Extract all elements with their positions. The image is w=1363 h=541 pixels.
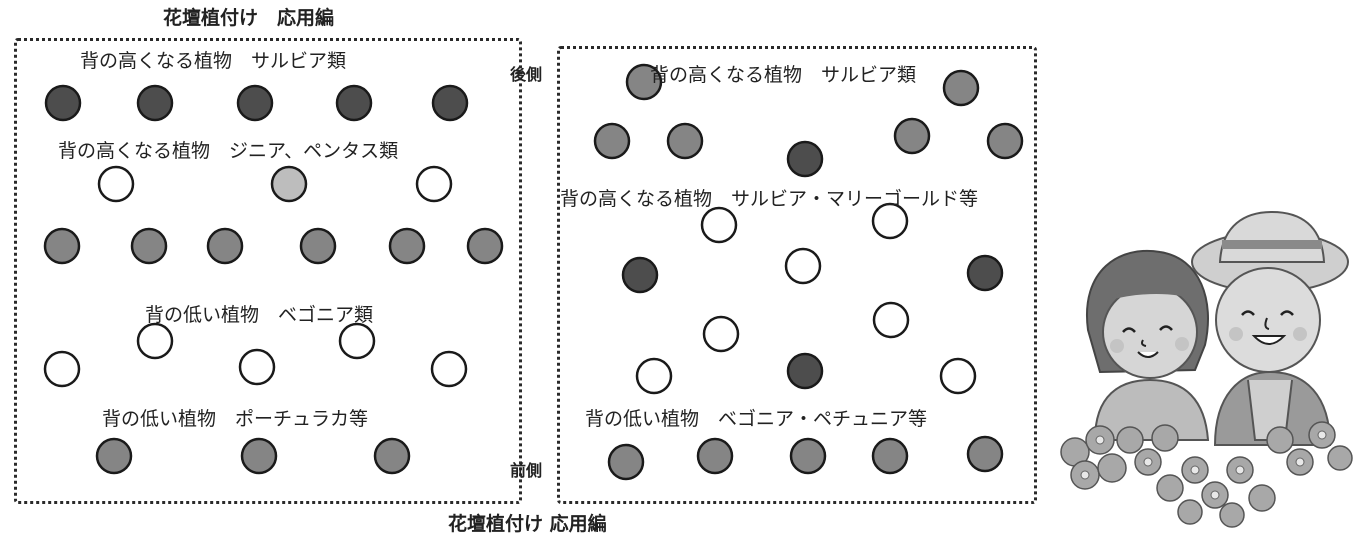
plant-medium (43, 227, 81, 265)
plant-white (700, 206, 738, 244)
plant-medium (206, 227, 244, 265)
plant-white (415, 165, 453, 203)
plant-medium (607, 443, 645, 481)
plant-white (43, 350, 81, 388)
plant-white (238, 348, 276, 386)
right-row1-label: 背の高くなる植物 サルビア類 (650, 64, 917, 86)
plant-white (702, 315, 740, 353)
plant-medium (871, 437, 909, 475)
right-row3-label: 背の低い植物 ベゴニア・ペチュニア等 (585, 408, 928, 430)
plant-dark (44, 84, 82, 122)
plant-white (871, 202, 909, 240)
plant-white (338, 322, 376, 360)
plant-dark (236, 84, 274, 122)
back-side-label: 後側 (510, 65, 543, 84)
plant-medium (986, 122, 1024, 160)
plant-dark (966, 254, 1004, 292)
right-flower-bed (557, 46, 1037, 504)
page-title-top: 花壇植付け 応用編 (163, 7, 335, 29)
plant-medium (373, 437, 411, 475)
left-row1-label: 背の高くなる植物 サルビア類 (80, 50, 347, 72)
plant-medium (625, 63, 663, 101)
plant-medium (666, 122, 704, 160)
plant-white (136, 322, 174, 360)
right-row2-label: 背の高くなる植物 サルビア・マリーゴールド等 (560, 188, 979, 210)
plant-white (784, 247, 822, 285)
plant-medium (240, 437, 278, 475)
plant-light (270, 165, 308, 203)
plant-medium (966, 435, 1004, 473)
plant-dark (136, 84, 174, 122)
plant-white (872, 301, 910, 339)
plant-medium (789, 437, 827, 475)
plant-medium (593, 122, 631, 160)
plant-medium (95, 437, 133, 475)
plant-medium (130, 227, 168, 265)
plant-dark (431, 84, 469, 122)
plant-medium (466, 227, 504, 265)
plant-dark (786, 352, 824, 390)
plant-medium (388, 227, 426, 265)
plant-medium (696, 437, 734, 475)
plant-medium (299, 227, 337, 265)
left-row2-label: 背の高くなる植物 ジニア、ペンタス類 (58, 140, 399, 162)
plant-white (939, 357, 977, 395)
plant-dark (786, 140, 824, 178)
left-row4-label: 背の低い植物 ポーチュラカ等 (102, 408, 369, 430)
plant-medium (893, 117, 931, 155)
plant-medium (942, 69, 980, 107)
plant-white (97, 165, 135, 203)
gardeners-illustration (1060, 210, 1353, 528)
plant-dark (335, 84, 373, 122)
plant-white (430, 350, 468, 388)
left-flower-bed (14, 38, 522, 504)
plant-white (635, 357, 673, 395)
plant-dark (621, 256, 659, 294)
front-side-label: 前側 (510, 461, 543, 480)
page-title-bottom: 花壇植付け 応用編 (448, 513, 607, 535)
left-row3-label: 背の低い植物 ベゴニア類 (145, 304, 374, 326)
